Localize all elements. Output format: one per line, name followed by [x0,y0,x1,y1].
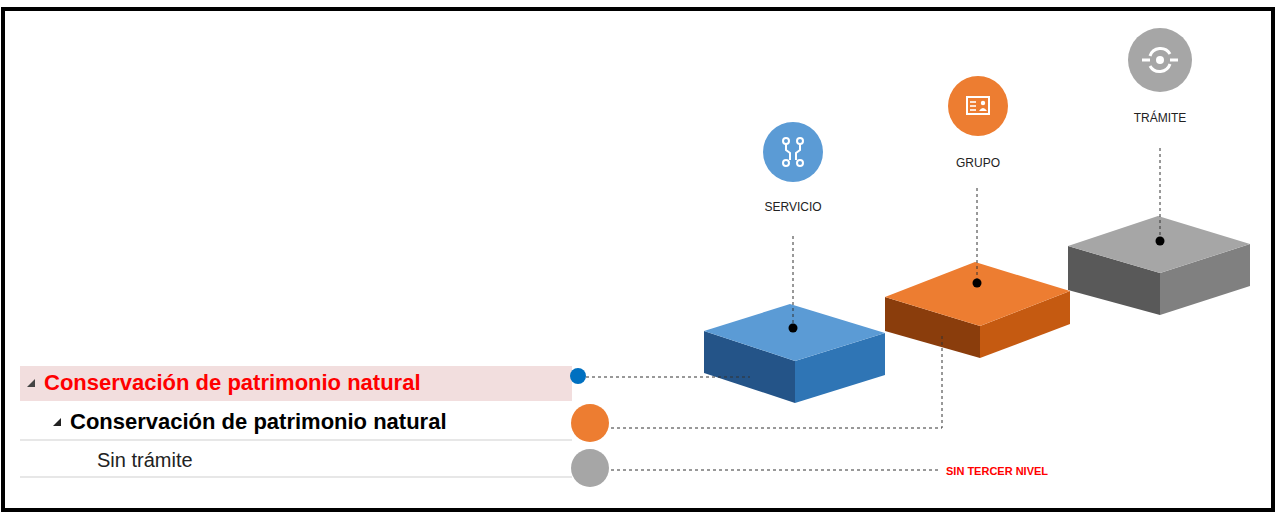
expand-triangle [27,379,35,387]
level-dot [571,449,609,487]
anchor-dot [1156,237,1165,246]
row-separator [20,477,572,478]
selected-row-band [20,366,572,401]
procedure-icon-node: TRÁMITE [1110,26,1210,126]
level-dot [570,368,586,384]
tramite-block [1068,216,1250,315]
level-label: GRUPO [956,155,1000,171]
grupo-icon [948,76,1008,136]
service-row: Conservación de patrimonio natural [20,366,572,401]
row-separator [20,440,572,441]
group-icon-node: GRUPO [928,74,1028,171]
anchor-dot [973,279,982,288]
leader-lines [586,148,1160,470]
tree-row-text: Sin trámite [97,448,193,472]
note-label: SIN TERCER NIVEL [944,464,1050,478]
servicio-icon [763,122,823,182]
tree-row-text: Conservación de patrimonio natural [70,409,447,435]
procedure-row: Sin trámite [20,443,572,476]
tree-row-text: Conservación de patrimonio natural [44,370,421,396]
servicio-block [704,304,885,403]
level-dot [571,404,609,442]
service-icon-node: SERVICIO [743,120,843,215]
grupo-block [885,262,1070,358]
tramite-icon [1128,28,1192,92]
frame [3,9,1273,510]
level-label: TRÁMITE [1134,110,1187,126]
expand-triangle [53,418,61,426]
group-row: Conservación de patrimonio natural [20,404,572,440]
level-label: SERVICIO [764,199,821,215]
anchor-dot [789,324,798,333]
